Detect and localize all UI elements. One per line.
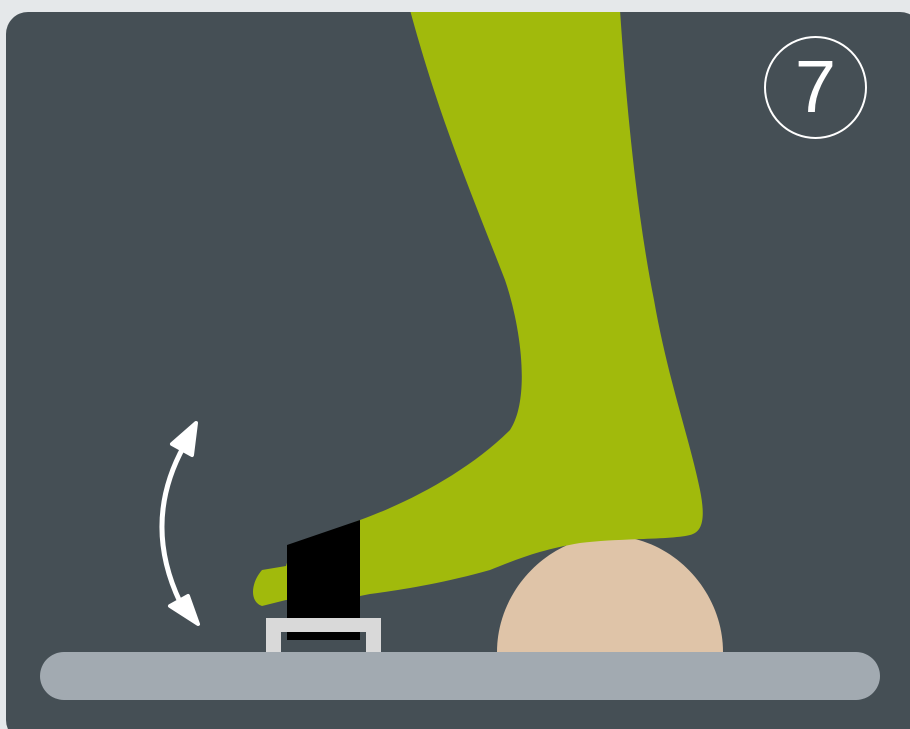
massage-ball bbox=[497, 536, 723, 652]
step-number-badge: 7 bbox=[764, 36, 867, 139]
leg-and-foot bbox=[253, 12, 703, 606]
floor-bar bbox=[40, 652, 880, 700]
double-headed-curved-arrow-icon bbox=[159, 421, 200, 626]
toe-block-bracket bbox=[266, 618, 381, 656]
toe-block bbox=[287, 520, 360, 640]
